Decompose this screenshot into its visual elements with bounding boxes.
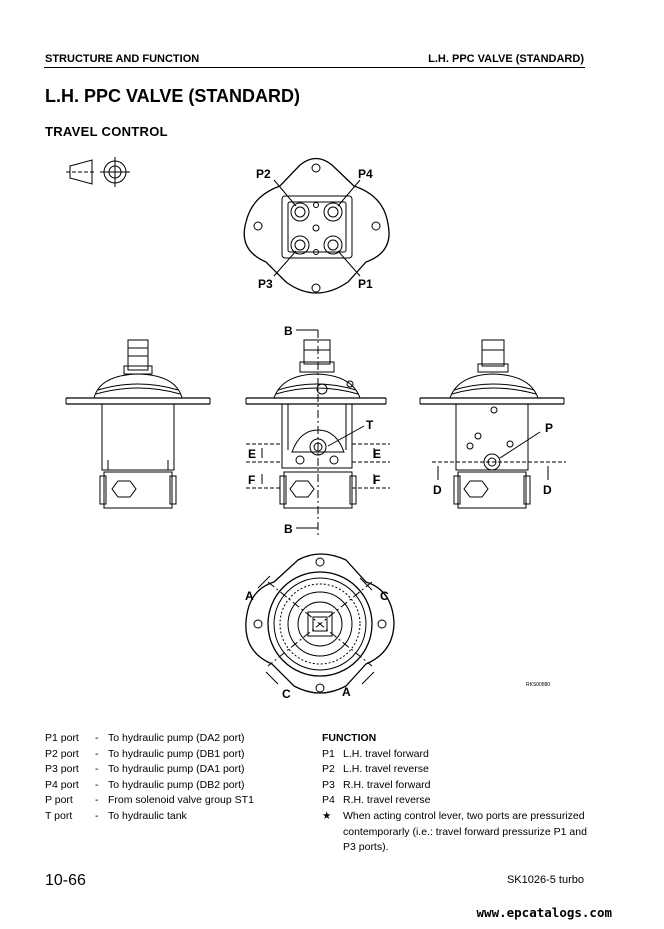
- port-desc: To hydraulic pump (DA2 port): [108, 732, 245, 744]
- function-text: L.H. travel reverse: [343, 763, 429, 776]
- function-key: P1: [322, 747, 335, 760]
- label-e-right: E: [373, 447, 381, 461]
- port-name: P4 port: [45, 778, 79, 791]
- port-desc: To hydraulic tank: [108, 809, 187, 822]
- port-row: P1 port -To hydraulic pump (DA2 port): [45, 731, 254, 747]
- header-section: STRUCTURE AND FUNCTION: [45, 53, 200, 65]
- label-b-top: B: [284, 324, 293, 338]
- label-d-left: D: [433, 483, 442, 497]
- model-name: SK1026-5 turbo: [506, 874, 584, 886]
- valve-side-view-left: [65, 339, 211, 509]
- label-e-left: E: [248, 447, 256, 461]
- function-text: L.H. travel forward: [343, 747, 429, 760]
- function-key: P2: [322, 763, 335, 776]
- function-key: P4: [322, 794, 335, 807]
- port-list: P1 port-To hydraulic pump (DA2 port) P2 …: [45, 731, 254, 825]
- label-f-left: F: [248, 473, 255, 487]
- port-name: P1 port: [45, 732, 79, 744]
- port-desc: To hydraulic pump (DB2 port): [108, 778, 245, 791]
- label-p3: P3: [258, 277, 273, 291]
- port-name: P3 port: [45, 763, 79, 776]
- header-rule: [44, 67, 585, 68]
- function-text: R.H. travel reverse: [343, 794, 431, 807]
- port-row: P2 port -To hydraulic pump (DB1 port): [45, 747, 254, 763]
- port-dash: -: [95, 794, 99, 807]
- valve-side-view-right: [419, 339, 566, 509]
- label-p4: P4: [358, 167, 373, 181]
- function-row: P2 L.H. travel reverse: [322, 762, 592, 778]
- label-b-bottom: B: [284, 522, 293, 536]
- port-dash: -: [95, 809, 99, 822]
- valve-front-view: [245, 329, 390, 536]
- drawing-id: RKS00880: [526, 682, 550, 688]
- page-number: 10-66: [45, 872, 86, 889]
- port-dash: -: [95, 747, 99, 760]
- port-desc: From solenoid valve group ST1: [108, 794, 254, 807]
- port-desc: To hydraulic pump (DA1 port): [108, 763, 245, 776]
- label-p1: P1: [358, 277, 373, 291]
- port-row: P port -From solenoid valve group ST1: [45, 793, 254, 809]
- label-a-bottom: A: [342, 685, 351, 699]
- watermark: www.epcatalogs.com: [476, 905, 612, 920]
- label-c-bottom: C: [282, 687, 291, 701]
- port-name: P2 port: [45, 747, 79, 760]
- valve-top-view: [243, 157, 390, 294]
- function-key: P3: [322, 778, 335, 791]
- port-dash: -: [95, 778, 99, 791]
- function-row: P4 R.H. travel reverse: [322, 793, 592, 809]
- function-note-text: When acting control lever, two ports are…: [343, 809, 587, 854]
- section-subtitle: TRAVEL CONTROL: [45, 124, 168, 139]
- projection-symbol: [66, 157, 130, 187]
- function-heading: FUNCTION: [322, 732, 377, 744]
- port-desc: To hydraulic pump (DB1 port): [108, 747, 245, 760]
- function-list: FUNCTION P1 L.H. travel forward P2 L.H. tr…: [322, 731, 592, 856]
- page-title: L.H. PPC VALVE (STANDARD): [45, 86, 300, 106]
- function-row: P1 L.H. travel forward: [322, 747, 592, 763]
- label-d-right: D: [543, 483, 552, 497]
- port-name: P port: [45, 794, 73, 807]
- port-name: T port: [45, 809, 73, 822]
- port-row: P4 port -To hydraulic pump (DB2 port): [45, 778, 254, 794]
- port-row: P3 port -To hydraulic pump (DA1 port): [45, 762, 254, 778]
- label-a-top: A: [245, 589, 254, 603]
- function-text: R.H. travel forward: [343, 778, 431, 791]
- function-row: P3 R.H. travel forward: [322, 778, 592, 794]
- star-icon: ★: [322, 809, 332, 822]
- valve-technical-drawing: P2 P4 P3 P1 B B T P E E F F D D A A C C …: [65, 157, 566, 701]
- header-topic: L.H. PPC VALVE (STANDARD): [428, 53, 584, 65]
- valve-bottom-view: [245, 553, 395, 694]
- label-c-top: C: [380, 589, 389, 603]
- label-p: P: [545, 421, 553, 435]
- label-f-right: F: [373, 473, 380, 487]
- port-row: T port -To hydraulic tank: [45, 809, 254, 825]
- label-p2: P2: [256, 167, 271, 181]
- label-t: T: [366, 418, 374, 432]
- function-note: ★ When acting control lever, two ports ar…: [322, 809, 592, 856]
- port-dash: -: [95, 732, 99, 744]
- port-dash: -: [95, 763, 99, 776]
- figure-labels: P2 P4 P3 P1 B B T P E E F F D D A A C C …: [245, 167, 553, 701]
